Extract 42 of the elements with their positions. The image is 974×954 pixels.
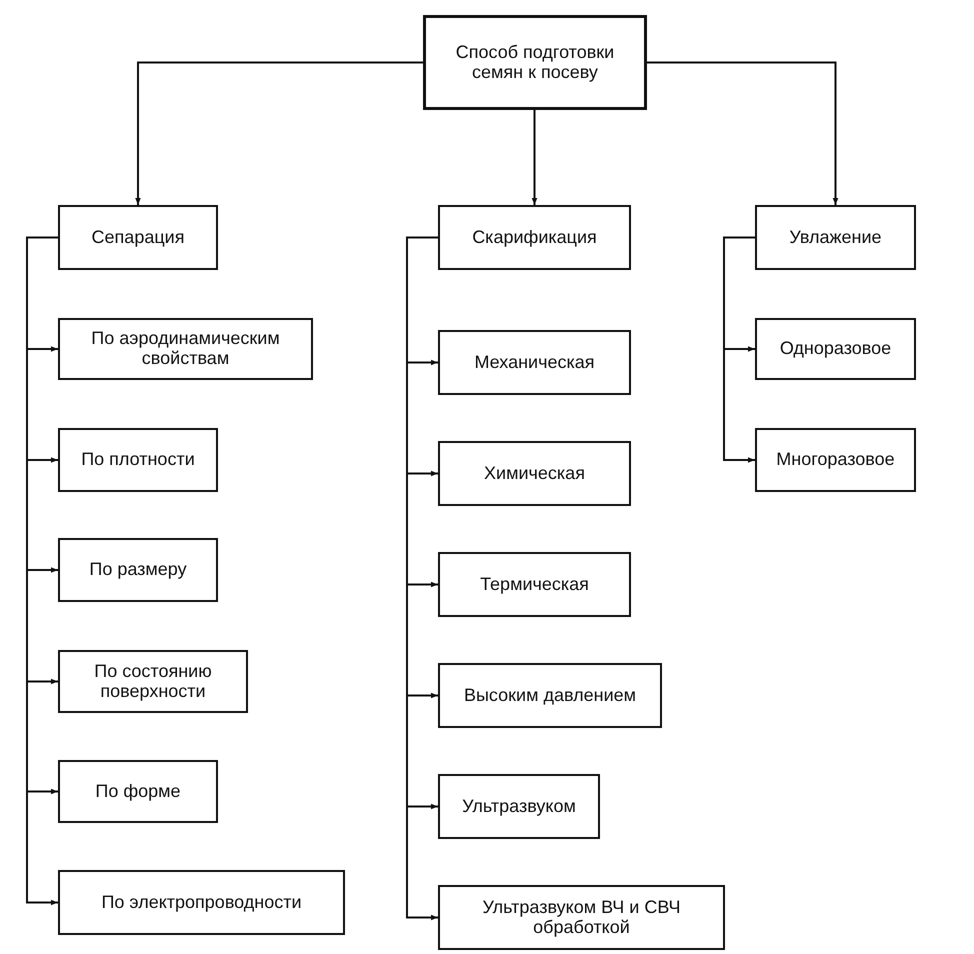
node-label: Одноразовое bbox=[780, 339, 892, 359]
category-box bbox=[438, 663, 662, 728]
node-label: Способ подготовки семян к посеву bbox=[454, 42, 616, 82]
node-label: Высоким давлением bbox=[464, 686, 636, 706]
category-box bbox=[755, 318, 916, 380]
node-label: Термическая bbox=[480, 574, 589, 594]
category-box bbox=[58, 870, 345, 935]
node-label: Ультразвуком ВЧ и СВЧ обработкой bbox=[481, 898, 682, 938]
category-box bbox=[438, 885, 725, 950]
category-box bbox=[438, 205, 631, 270]
category-box bbox=[58, 760, 218, 823]
node-label: По плотности bbox=[81, 450, 195, 470]
node-label: Химическая bbox=[484, 464, 585, 484]
category-box bbox=[58, 538, 218, 602]
category-box bbox=[58, 318, 313, 380]
node-label: Механическая bbox=[474, 352, 595, 372]
node-label: По размеру bbox=[89, 560, 187, 580]
category-box bbox=[58, 650, 248, 713]
node-label: По форме bbox=[95, 782, 181, 802]
category-box bbox=[58, 428, 218, 492]
node-label: Ультразвуком bbox=[462, 796, 576, 816]
category-box bbox=[438, 441, 631, 506]
node-label: По электропроводности bbox=[101, 892, 302, 912]
category-box bbox=[438, 774, 600, 839]
node-label: По состоянию поверхности bbox=[93, 662, 213, 702]
category-box bbox=[58, 205, 218, 270]
arrow bbox=[532, 110, 538, 205]
node-label: По аэродинамическим свойствам bbox=[90, 329, 281, 369]
category-box bbox=[438, 552, 631, 617]
node-label: Сепарация bbox=[92, 228, 184, 248]
category-box bbox=[438, 330, 631, 395]
node-label: Скарификация bbox=[472, 228, 597, 248]
arrow bbox=[647, 62, 838, 205]
arrow bbox=[723, 236, 755, 463]
arrow bbox=[406, 236, 438, 920]
category-box bbox=[755, 428, 916, 492]
arrow bbox=[26, 236, 58, 906]
node-label: Многоразовое bbox=[776, 450, 895, 470]
arrow bbox=[135, 62, 423, 205]
root-box bbox=[423, 15, 647, 110]
category-box bbox=[755, 205, 916, 270]
node-label: Увлажение bbox=[789, 228, 882, 248]
